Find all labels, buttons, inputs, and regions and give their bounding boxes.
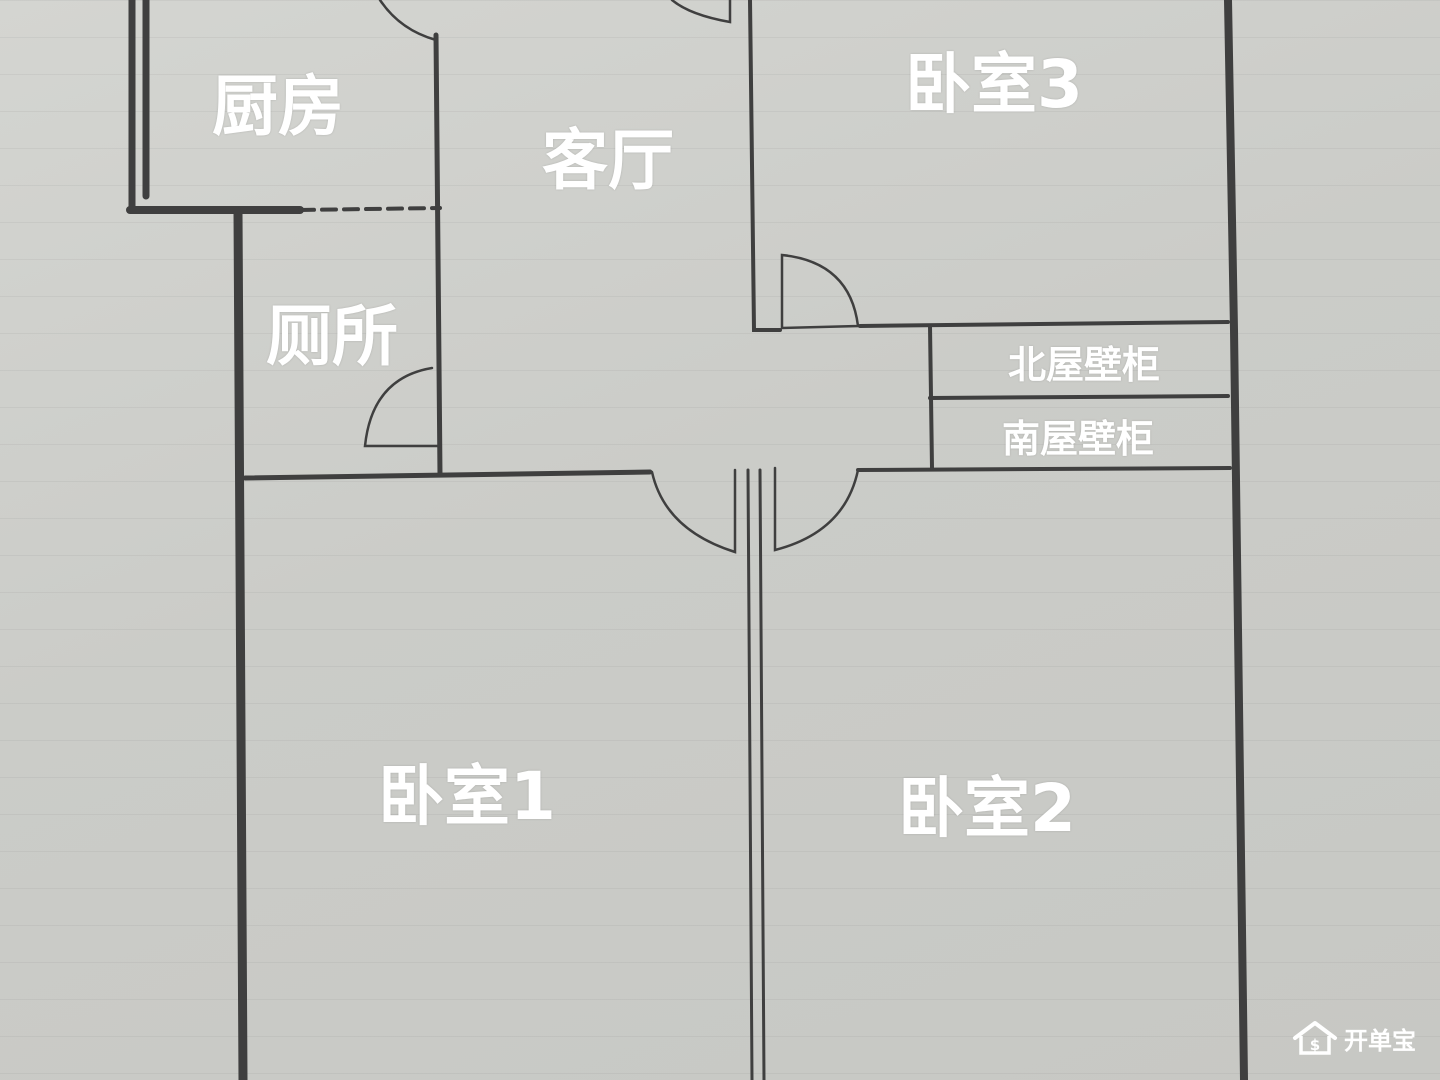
- label-living-room: 客厅: [542, 122, 674, 199]
- closet-divider: [928, 394, 1230, 400]
- bedroom1-door-arc: [650, 468, 737, 554]
- bedroom3-bottom-wall: [858, 320, 1230, 328]
- watermark: $ 开单宝: [1292, 1020, 1416, 1056]
- kitchen-left-wall: [128, 0, 150, 212]
- right-outer-wall: [1224, 0, 1248, 1080]
- living-top-door-arc: [670, 0, 732, 24]
- label-bedroom-1: 卧室1: [378, 758, 556, 835]
- label-bedroom-2: 卧室2: [898, 770, 1076, 847]
- house-dollar-icon: $: [1293, 1021, 1337, 1055]
- toilet-door-leaf: [363, 366, 442, 448]
- label-south-closet: 南屋壁柜: [1002, 417, 1155, 461]
- bedroom1-top-wall: [242, 469, 653, 481]
- label-kitchen: 厨房: [212, 68, 344, 145]
- bedroom3-left-wall: [748, 0, 782, 332]
- label-toilet: 厕所: [266, 298, 398, 375]
- kitchen-bottom-wall-right: [298, 206, 442, 212]
- watermark-text: 开单宝: [1344, 1026, 1416, 1055]
- label-bedroom-3: 卧室3: [905, 46, 1083, 123]
- bedroom2-door-arc: [773, 466, 860, 552]
- kitchen-right-wall: [433, 32, 443, 478]
- bedroom3-door-arc: [780, 253, 860, 330]
- kitchen-door-arc: [378, 0, 438, 42]
- bedroom2-top-wall: [856, 466, 1232, 472]
- left-outer-wall: [233, 207, 248, 1080]
- bedroom-divider-wall: [746, 468, 766, 1080]
- svg-text:$: $: [1310, 1036, 1320, 1054]
- label-north-closet: 北屋壁柜: [1008, 343, 1161, 387]
